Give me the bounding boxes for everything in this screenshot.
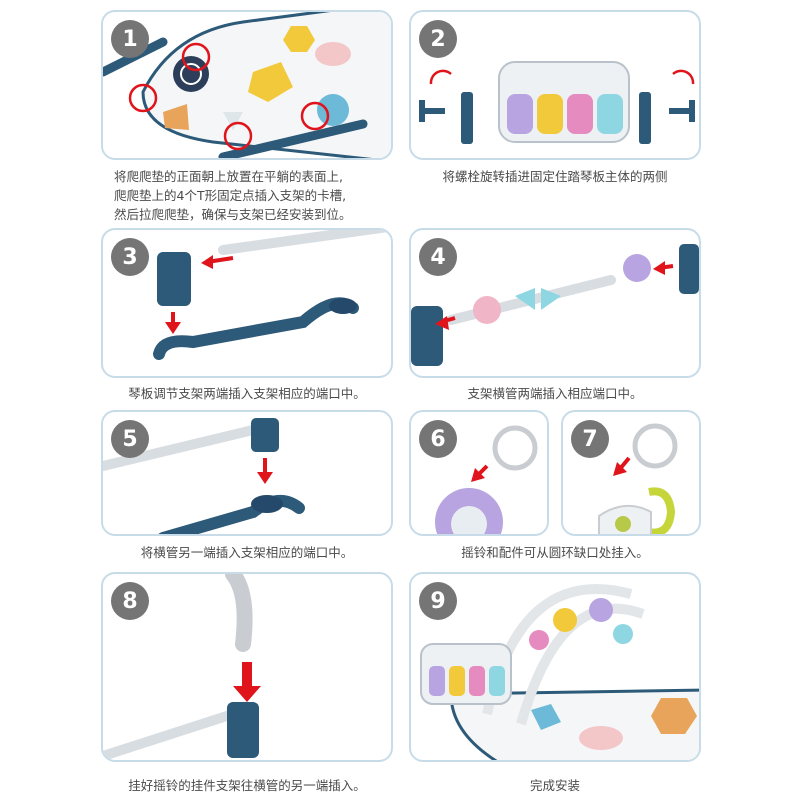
step-2-illustration: [419, 61, 695, 144]
step-2-panel: 2: [409, 10, 701, 160]
step-5-number: 5: [111, 420, 149, 458]
step-4-illustration: [411, 244, 699, 366]
step-1-panel: 1: [101, 10, 393, 160]
step-1-caption-line-2: 爬爬垫上的4个T形固定点插入支架的卡槽,: [114, 188, 347, 203]
step-2-caption-line-1: 将螺栓旋转插进固定住踏琴板主体的两侧: [442, 169, 668, 184]
step-4-number: 4: [419, 238, 457, 276]
step-1-number: 1: [111, 20, 149, 58]
step-9-number: 9: [419, 582, 457, 620]
step-7-number: 7: [571, 420, 609, 458]
step-8-panel: 8: [101, 572, 393, 762]
step-6-7-caption: 摇铃和配件可从圆环缺口处挂入。: [461, 545, 649, 560]
step-2-caption: 将螺栓旋转插进固定住踏琴板主体的两侧: [409, 167, 701, 186]
step-4-panel: 4: [409, 228, 701, 378]
step-8-caption: 挂好摇铃的挂件支架往横管的另一端插入。: [101, 776, 393, 795]
step-9-caption-line-1: 完成安装: [529, 778, 580, 793]
step-6-number: 6: [419, 420, 457, 458]
step-3-illustration: [153, 230, 391, 360]
step-1-caption-line-3: 然后拉爬爬垫，确保与支架已经安装到位。: [114, 207, 352, 222]
step-9-caption: 完成安装: [409, 776, 701, 795]
step-8-number: 8: [111, 582, 149, 620]
step-7-illustration: [598, 423, 678, 534]
step-5-illustration: [103, 418, 305, 534]
step-9-illustration: [420, 584, 699, 760]
step-3-number: 3: [111, 238, 149, 276]
step-6-illustration: [435, 425, 538, 534]
step-2-number: 2: [419, 20, 457, 58]
step-7-panel: 7: [561, 410, 701, 536]
step-5-caption: 将横管另一端插入支架相应的端口中。: [101, 543, 393, 562]
step-1-caption-line-1: 将爬爬垫的正面朝上放置在平躺的表面上,: [114, 169, 343, 184]
step-8-illustration: [103, 574, 261, 760]
step-1-caption: 将爬爬垫的正面朝上放置在平躺的表面上, 爬爬垫上的4个T形固定点插入支架的卡槽,…: [114, 167, 352, 224]
step-4-caption-line-1: 支架横管两端插入相应端口中。: [467, 386, 643, 401]
step-4-caption: 支架横管两端插入相应端口中。: [409, 384, 701, 403]
step-8-caption-line-1: 挂好摇铃的挂件支架往横管的另一端插入。: [128, 778, 366, 793]
step-3-panel: 3: [101, 228, 393, 378]
step-5-caption-line-1: 将横管另一端插入支架相应的端口中。: [140, 545, 354, 560]
step-5-panel: 5: [101, 410, 393, 536]
step-9-panel: 9: [409, 572, 701, 762]
step-3-caption: 琴板调节支架两端插入支架相应的端口中。: [101, 384, 393, 403]
step-3-caption-line-1: 琴板调节支架两端插入支架相应的端口中。: [128, 386, 366, 401]
step-1-illustration: [103, 12, 391, 158]
step-6-panel: 6: [409, 410, 549, 536]
